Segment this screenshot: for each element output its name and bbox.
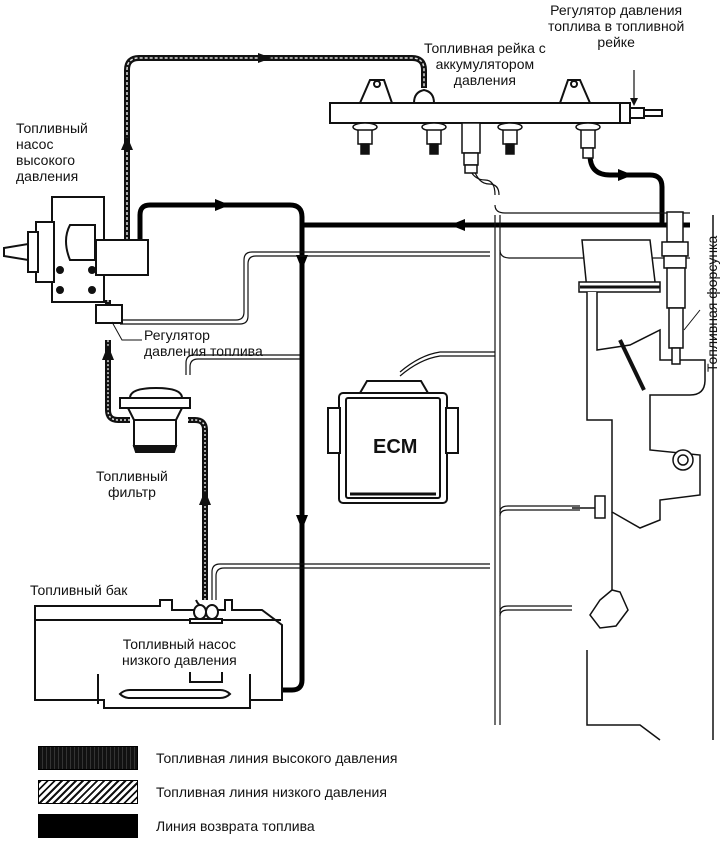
label-line: Топливный насос [122, 636, 236, 652]
high-pressure-pump [3, 196, 149, 303]
engine-cylinder-head [572, 215, 714, 741]
label-line: давления топлива [144, 343, 263, 359]
legend-swatch-return [38, 814, 138, 838]
label-line: фильтр [107, 484, 156, 500]
label-ecm: ECM [373, 436, 418, 458]
label-fuel-rail: Топливная рейка с аккумулятором давления [424, 40, 546, 88]
flow-arrow-low-filter [199, 490, 211, 505]
high-pressure-line [124, 55, 427, 240]
flow-arrow-return-down1 [296, 255, 308, 270]
label-fuel-injector: Топливная форсунка [704, 235, 720, 372]
label-line: насос [16, 136, 54, 152]
legend-item-high: Топливная линия высокого давления [38, 746, 397, 770]
label-line: Регулятор [144, 327, 210, 343]
flow-arrow-high [258, 53, 272, 63]
fuel-pressure-regulator [95, 304, 123, 324]
leader-arrow [630, 98, 638, 106]
label-line: топлива в топливной [548, 18, 685, 34]
fuel-filter [119, 386, 191, 453]
label-fuel-tank: Топливный бак [30, 582, 128, 598]
label-fuel-pressure-regulator: Регулятор давления топлива [144, 327, 263, 359]
label-line: давления [453, 72, 516, 88]
label-line: рейке [597, 34, 635, 50]
label-rail-pressure-regulator: Регулятор давления топлива в топливной р… [548, 2, 684, 50]
legend-label: Линия возврата топлива [156, 818, 315, 834]
flow-arrow-return-left [450, 219, 465, 231]
flow-arrow-return-down2 [296, 515, 308, 530]
legend-item-low: Топливная линия низкого давления [38, 780, 387, 804]
flow-arrow-return-rail [618, 169, 633, 181]
label-high-pressure-pump: Топливный насос высокого давления [16, 120, 88, 184]
label-fuel-filter: Топливный фильтр [96, 468, 168, 500]
label-line: Топливный [96, 468, 168, 484]
legend-swatch-high [38, 746, 138, 770]
label-line: давления [16, 168, 79, 184]
leader-fuel-regulator [111, 321, 142, 341]
ecm-unit [327, 380, 459, 504]
fuel-tank [34, 599, 283, 709]
legend-label: Топливная линия низкого давления [156, 784, 387, 800]
label-line: аккумулятором [435, 56, 535, 72]
rail-outlets [352, 122, 601, 174]
label-line: Топливный [16, 120, 88, 136]
label-line: Топливная рейка с [424, 40, 546, 56]
fuel-injector [661, 211, 689, 365]
legend-label: Топливная линия высокого давления [156, 750, 398, 766]
harness-lines [120, 169, 690, 725]
legend-item-return: Линия возврата топлива [38, 814, 315, 838]
flow-arrow-low-pump [102, 345, 114, 360]
flow-arrow-return-top [215, 199, 230, 211]
flow-arrow-high-vertical [121, 136, 133, 150]
legend-swatch-low [38, 780, 138, 804]
label-low-pressure-pump: Топливный насос низкого давления [122, 636, 237, 668]
label-line: Регулятор давления [550, 2, 683, 18]
label-line: низкого давления [122, 652, 237, 668]
label-line: высокого [16, 152, 76, 168]
leader-injector [683, 309, 701, 331]
